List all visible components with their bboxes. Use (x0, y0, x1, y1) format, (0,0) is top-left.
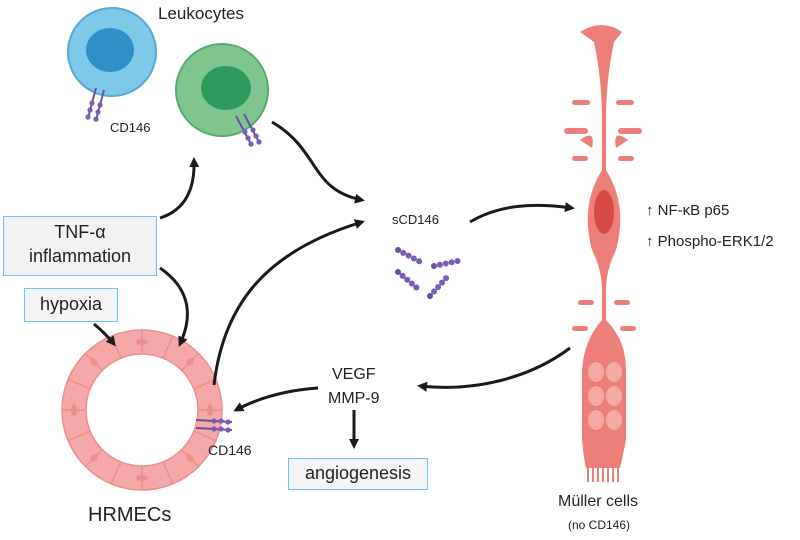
arrow-tnf-to-hrmecs (159, 266, 189, 347)
leukocytes-label: Leukocytes (158, 4, 244, 23)
cd146-leukocyte-label: CD146 (110, 120, 151, 135)
muller-cell-endfeet (587, 468, 619, 482)
leukocyte-green (175, 43, 269, 137)
scd146-fragments (395, 247, 461, 299)
hrmecs-label: HRMECs (88, 504, 172, 526)
muller-cells-label: Müller cells (558, 493, 639, 510)
tnf-alpha-label: TNF-α (54, 222, 106, 242)
arrow-vegf-to-hrmecs (233, 386, 319, 412)
arrow-hypoxia-to-hrmecs (93, 322, 116, 347)
muller-cell (564, 25, 642, 468)
cd146-receptor-hrmec (195, 418, 233, 433)
vegf-label: VEGF (332, 366, 376, 383)
arrow-muller-to-vegf (417, 346, 571, 392)
arrow-leukocyte-to-scd146 (271, 120, 365, 204)
hrmec-vessel-ring (61, 329, 223, 491)
hypoxia-box: hypoxia (24, 288, 118, 322)
angiogenesis-box: angiogenesis (288, 458, 428, 490)
leukocyte-blue (67, 7, 157, 97)
cd146-receptor-blue-cell (85, 87, 105, 122)
scd146-label: sCD146 (392, 212, 439, 227)
inflammation-label: inflammation (28, 246, 132, 266)
phospho-erk-label: ↑ Phospho-ERK1/2 (646, 233, 774, 250)
arrow-tnf-to-leukocytes (159, 157, 200, 220)
tnf-inflammation-box: TNF-α inflammation (3, 216, 157, 276)
cd146-hrmec-label: CD146 (208, 442, 252, 458)
arrow-hrmecs-to-scd146 (212, 219, 365, 386)
muller-no-cd146-label: (no CD146) (568, 518, 631, 532)
nfkb-label: ↑ NF-κB p65 (646, 202, 730, 219)
arrow-scd146-to-muller (469, 202, 575, 224)
muller-cell-nuclei (588, 190, 622, 430)
mmp9-label: MMP-9 (328, 390, 380, 407)
cd146-receptor-green-cell (235, 113, 262, 147)
